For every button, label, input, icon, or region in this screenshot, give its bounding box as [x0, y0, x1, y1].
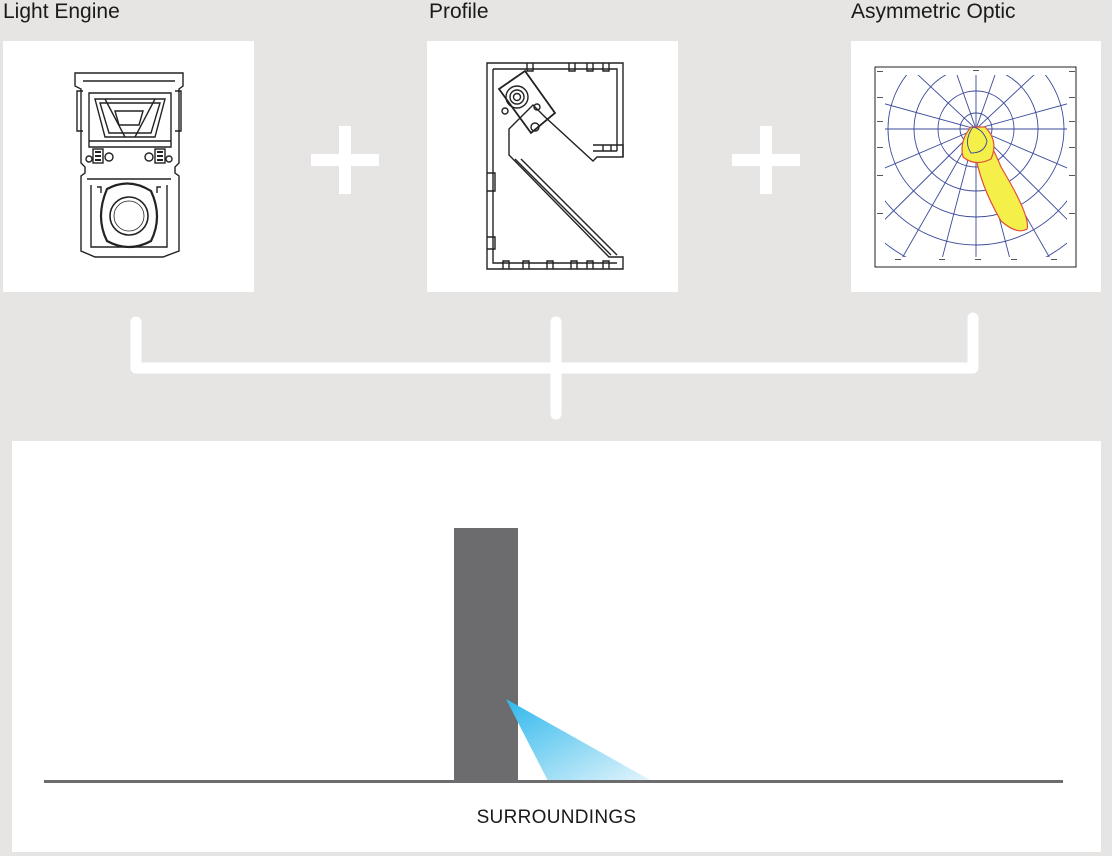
- surroundings-scene: [44, 528, 1063, 783]
- light-beam: [506, 699, 652, 781]
- surroundings-panel: SURROUNDINGS: [12, 441, 1101, 852]
- plus-icon: [732, 126, 800, 194]
- light-engine-drawing: [74, 72, 184, 258]
- polar-diagram: [874, 66, 1077, 268]
- ground-line: [44, 780, 1063, 783]
- surroundings-label: SURROUNDINGS: [476, 807, 637, 828]
- connector-lines: [130, 312, 979, 420]
- profile-title: Profile: [429, 0, 489, 23]
- profile-panel: [427, 41, 678, 292]
- asymmetric-optic-title: Asymmetric Optic: [851, 0, 1016, 23]
- light-engine-panel: [3, 41, 254, 292]
- plus-icon: [311, 126, 379, 194]
- asymmetric-optic-panel: [851, 41, 1101, 292]
- light-engine-title: Light Engine: [3, 0, 120, 23]
- profile-drawing: [486, 62, 624, 270]
- pillar: [454, 528, 518, 782]
